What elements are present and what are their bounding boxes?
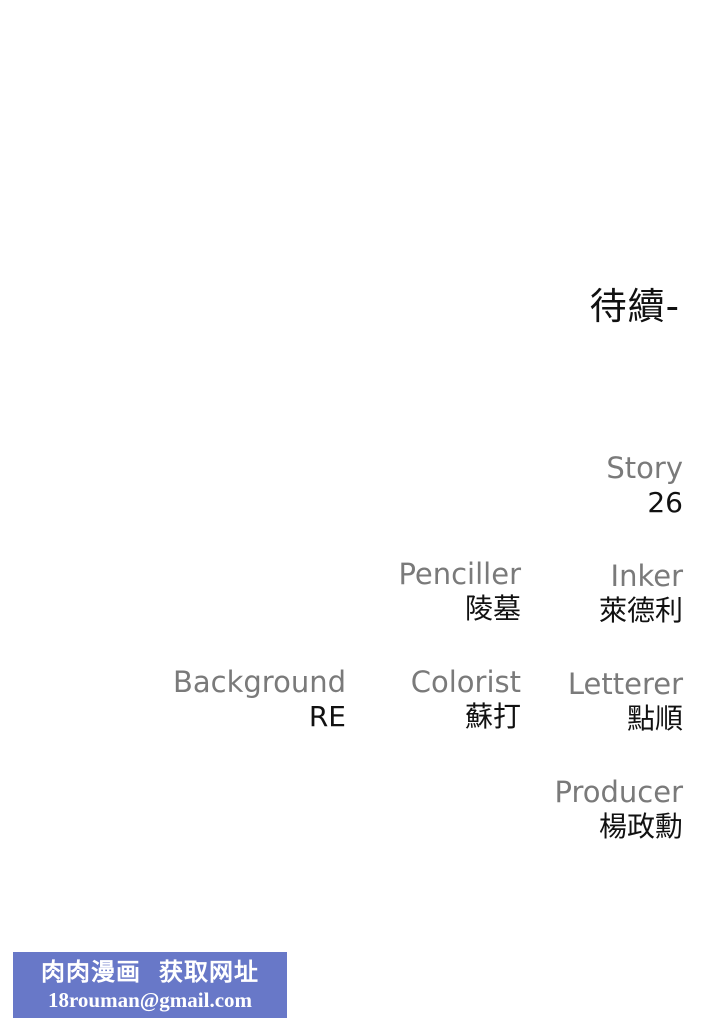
watermark-get-url: 获取网址 xyxy=(159,958,259,986)
credit-role-colorist: Colorist xyxy=(410,665,521,699)
credit-name-penciller: 陵墓 xyxy=(464,592,521,625)
credit-producer: Producer 楊政勳 xyxy=(554,775,683,845)
credit-name-colorist: 蘇打 xyxy=(464,700,521,733)
credit-role-inker: Inker xyxy=(610,559,683,593)
credit-name-inker: 萊德利 xyxy=(598,594,683,627)
credit-story: Story 26 xyxy=(606,451,683,521)
credit-role-letterer: Letterer xyxy=(567,667,683,701)
watermark-site-name: 肉肉漫画 xyxy=(41,958,141,986)
credit-name-story: 26 xyxy=(647,486,683,519)
credit-background: Background RE xyxy=(173,665,346,735)
watermark-banner: 肉肉漫画获取网址 18rouman@gmail.com xyxy=(13,952,287,1018)
credit-role-producer: Producer xyxy=(554,775,683,809)
credit-name-producer: 楊政勳 xyxy=(598,810,683,843)
watermark-email: 18rouman@gmail.com xyxy=(47,988,253,1012)
credit-name-letterer: 點順 xyxy=(626,702,683,735)
watermark-title: 肉肉漫画获取网址 xyxy=(13,957,287,987)
to-be-continued-text: 待續- xyxy=(589,285,680,328)
credit-letterer: Letterer 點順 xyxy=(568,667,683,737)
credit-role-story: Story xyxy=(606,451,683,485)
credit-colorist: Colorist 蘇打 xyxy=(411,665,521,735)
credit-name-background: RE xyxy=(308,700,346,733)
credit-role-penciller: Penciller xyxy=(398,557,521,591)
credit-inker: Inker 萊德利 xyxy=(599,559,683,629)
credit-role-background: Background xyxy=(172,665,346,699)
credit-penciller: Penciller 陵墓 xyxy=(398,557,521,627)
